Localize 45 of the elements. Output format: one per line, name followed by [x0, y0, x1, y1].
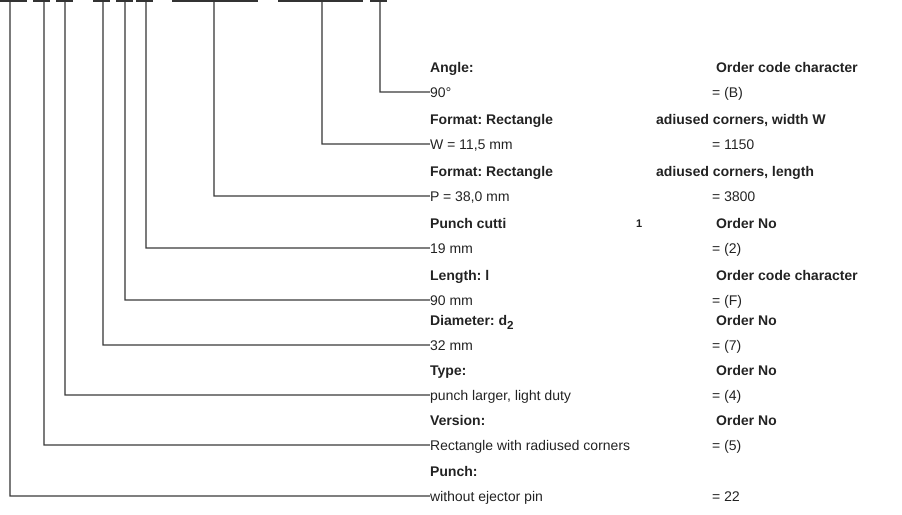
parameter-heading: Type:: [430, 361, 466, 380]
order-code-value: = (5): [712, 436, 742, 455]
order-code-heading: Order code character: [716, 58, 858, 77]
leader-line: [102, 2, 430, 346]
order-code-heading: Order code character: [716, 266, 858, 285]
order-code-heading: adiused corners, width W: [656, 110, 826, 129]
order-code-heading: adiused corners, length: [656, 162, 814, 181]
order-code-heading: Order No: [716, 361, 777, 380]
leader-line: [321, 2, 430, 145]
leader-line: [145, 2, 430, 249]
leader-line: [379, 2, 430, 93]
leader-line: [124, 2, 430, 301]
parameter-value: punch larger, light duty: [430, 386, 571, 405]
leader-line: [9, 2, 430, 497]
leader-line: [43, 2, 430, 446]
parameter-heading: Diameter: d$_{2}$: [430, 311, 514, 333]
order-code-heading: Order No: [716, 411, 777, 430]
parameter-heading: Format: Rectangle: [430, 162, 553, 181]
parameter-value: 90 mm: [430, 291, 473, 310]
leader-line: [213, 2, 430, 197]
parameter-value: W = 11,5 mm: [430, 135, 513, 154]
parameter-value: P = 38,0 mm: [430, 187, 510, 206]
order-code-value: = 1150: [712, 135, 754, 154]
parameter-heading: Length: l: [430, 266, 490, 285]
order-code-value: = 3800: [712, 187, 756, 206]
parameter-heading: Version:: [430, 411, 486, 430]
parameter-value: 19 mm: [430, 239, 473, 258]
order-code-value: = (F): [712, 291, 742, 310]
parameter-value: 32 mm: [430, 336, 473, 355]
order-code-value: = 22: [712, 487, 740, 506]
order-code-heading: Order No: [716, 214, 777, 233]
parameter-heading: Punch cutti: [430, 214, 506, 233]
parameter-value: 90°: [430, 83, 452, 102]
parameter-heading: Format: Rectangle: [430, 110, 553, 129]
order-code-heading: Order No: [716, 311, 777, 330]
order-code-value: = (B): [712, 83, 743, 102]
footnote-number: 1: [636, 218, 642, 230]
order-code-value: = (4): [712, 386, 742, 405]
order-code-value: = (7): [712, 336, 742, 355]
parameter-heading: Punch:: [430, 462, 478, 481]
parameter-value: Rectangle with radiused corners: [430, 436, 630, 455]
parameter-value: without ejector pin: [430, 487, 543, 506]
order-code-value: = (2): [712, 239, 742, 258]
leader-line: [64, 2, 430, 396]
parameter-heading: Angle:: [430, 58, 474, 77]
